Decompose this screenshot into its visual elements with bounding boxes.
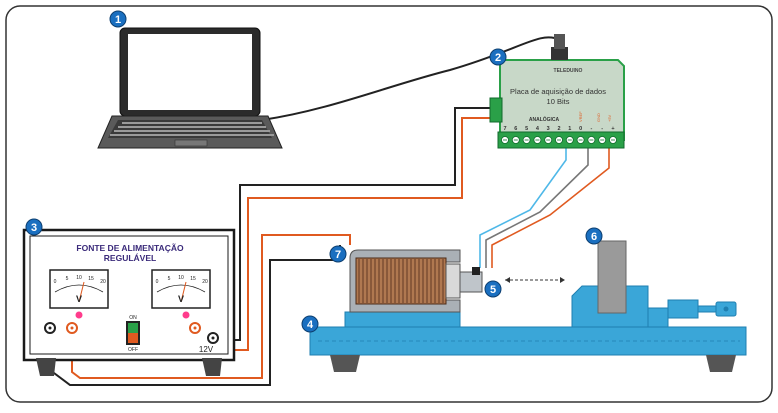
bench-foot-left (330, 355, 360, 372)
meter-tick-label: 20 (202, 279, 208, 285)
meter-right-unit: V (178, 294, 184, 304)
daq-pin-label: 1 (568, 126, 571, 132)
daq-pin-label: - (601, 126, 603, 132)
daq-vref-label: VREF (578, 111, 583, 122)
laptop-icon (97, 27, 283, 149)
wire-orange-coil (71, 234, 351, 379)
wire-signal (479, 148, 567, 268)
switch-off (128, 333, 138, 343)
steel-block (597, 240, 627, 314)
coil-electromagnet (344, 249, 483, 328)
daq-gnd-label: GND (596, 113, 601, 122)
usb-cable (261, 36, 563, 121)
daq-pin-label: 5 (525, 126, 528, 132)
meter-tick-label: 10 (178, 275, 184, 281)
daq-title-2: 10 Bits (547, 97, 570, 106)
badge-7 (329, 245, 347, 263)
meter-tick-label: 15 (88, 276, 94, 282)
badge-label: 7 (335, 249, 341, 261)
wire-gnd (485, 148, 589, 268)
daq-title-1: Placa de aquisição de dados (510, 87, 606, 96)
switch-on (128, 323, 138, 333)
daq-board: 7 6 5 4 3 2 1 0 - - + (489, 34, 625, 149)
badge-label: 5 (490, 284, 496, 296)
daq-pin-label: + (611, 126, 614, 132)
led-right (182, 311, 190, 319)
meter-tick-label: 0 (54, 279, 57, 285)
vise (571, 285, 737, 328)
meter-tick-label: 5 (168, 276, 171, 282)
daq-left-connector (489, 97, 503, 123)
daq-pin-label: 3 (547, 126, 550, 132)
bench-foot-right (706, 355, 736, 372)
badge-5 (484, 280, 502, 298)
psu-title: FONTE DE ALIMENTAÇÃO (76, 243, 184, 253)
switch-on-label: ON (129, 315, 137, 321)
meter-tick-label: 10 (76, 275, 82, 281)
badge-2 (489, 48, 507, 66)
bench (309, 326, 747, 372)
daq-vcc-label: +5V (607, 114, 612, 122)
daq-pin-label: 4 (536, 126, 540, 132)
meter-tick-label: 0 (156, 279, 159, 285)
switch-off-label: OFF (128, 347, 138, 353)
badge-label: 3 (31, 222, 37, 234)
sensor-probe (459, 271, 483, 293)
daq-pin-label: 2 (557, 126, 560, 132)
daq-pin-label: - (590, 126, 592, 132)
daq-pin-label: 7 (503, 126, 506, 132)
meter-tick-label: 20 (100, 279, 106, 285)
daq-pin-label: 0 (579, 126, 582, 132)
psu-subtitle: REGULÁVEL (104, 253, 156, 263)
wire-black-psu (213, 107, 493, 341)
badge-label: 2 (495, 52, 501, 64)
meter-left-unit: V (76, 294, 82, 304)
badge-4 (301, 315, 319, 333)
badge-6 (585, 227, 603, 245)
psu-output-label: 12V (199, 345, 214, 354)
meter-tick-label: 15 (190, 276, 196, 282)
daq-analog-label: ANALÓGICA (529, 115, 560, 123)
power-supply (22, 228, 236, 376)
badge-3 (25, 218, 43, 236)
badge-label: 6 (591, 231, 597, 243)
wire-vcc (491, 148, 610, 268)
daq-brand: TELEDUINO (554, 68, 583, 74)
badges: 1 2 3 4 5 6 7 (25, 10, 603, 333)
meter-tick-label: 5 (66, 276, 69, 282)
badge-1 (109, 10, 127, 28)
led-left (75, 311, 83, 319)
daq-pin-label: 6 (514, 126, 517, 132)
badge-label: 4 (307, 319, 314, 331)
badge-label: 1 (115, 14, 121, 26)
